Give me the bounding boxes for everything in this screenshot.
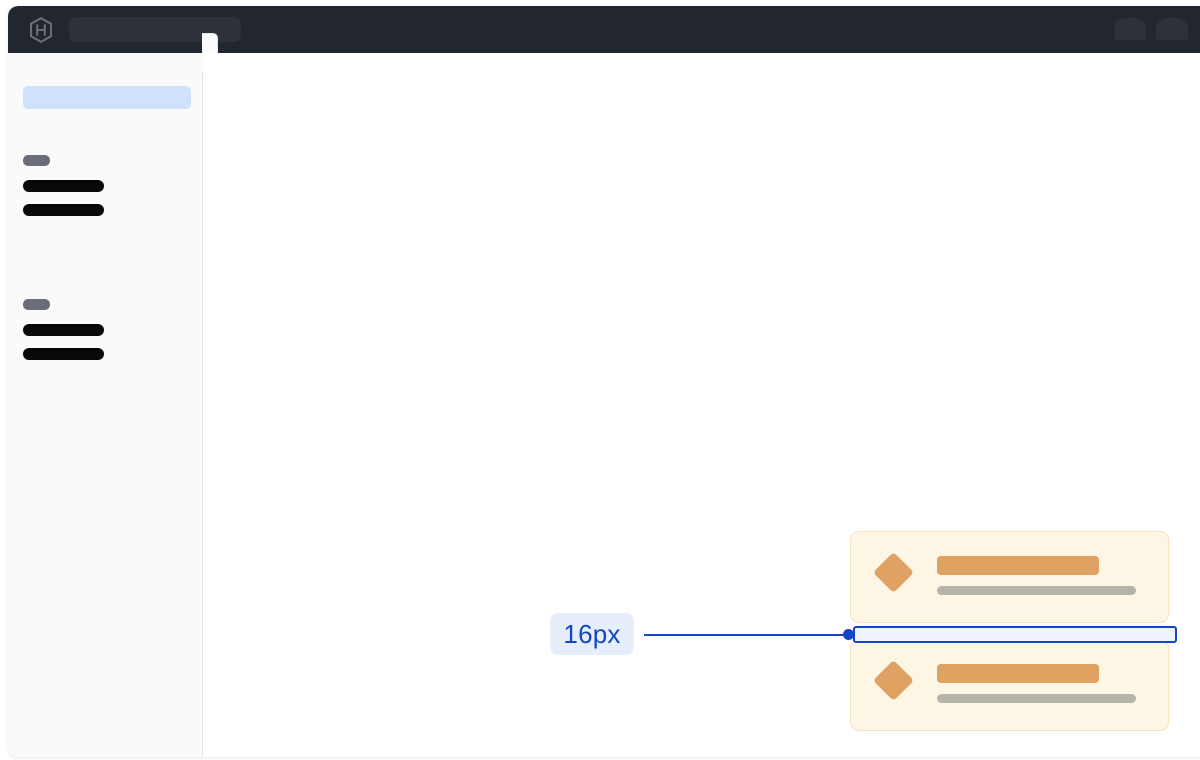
- card-subtitle-placeholder: [937, 694, 1136, 703]
- diamond-icon: [872, 551, 915, 594]
- hexagon-h-logo-icon[interactable]: [28, 16, 54, 44]
- sidebar: [8, 53, 203, 757]
- sidebar-item-2-1[interactable]: [23, 324, 104, 336]
- sidebar-item-1-1[interactable]: [23, 180, 104, 192]
- card-title-placeholder: [937, 664, 1099, 683]
- diamond-icon: [872, 659, 915, 702]
- topbar-actions: [1114, 18, 1188, 40]
- spacing-value-badge: 16px: [550, 613, 634, 655]
- sidebar-group-2-label: [23, 299, 50, 310]
- sidebar-active-item[interactable]: [23, 86, 191, 109]
- spacing-highlight-box: [853, 626, 1177, 643]
- sidebar-group-1: [23, 155, 104, 228]
- top-bar: [8, 6, 1200, 53]
- notice-card-top[interactable]: [850, 531, 1169, 623]
- main-canvas: 16px: [204, 53, 1200, 757]
- sidebar-item-2-2[interactable]: [23, 348, 104, 360]
- notice-card-bottom[interactable]: [850, 639, 1169, 731]
- sidebar-group-2: [23, 299, 104, 372]
- card-subtitle-placeholder: [937, 586, 1136, 595]
- app-window: 16px: [8, 6, 1200, 757]
- spacing-leader-line: [644, 634, 849, 636]
- topbar-action-1[interactable]: [1114, 18, 1146, 40]
- card-title-placeholder: [937, 556, 1099, 575]
- topbar-action-2[interactable]: [1156, 18, 1188, 40]
- sidebar-group-1-label: [23, 155, 50, 166]
- sidebar-item-1-2[interactable]: [23, 204, 104, 216]
